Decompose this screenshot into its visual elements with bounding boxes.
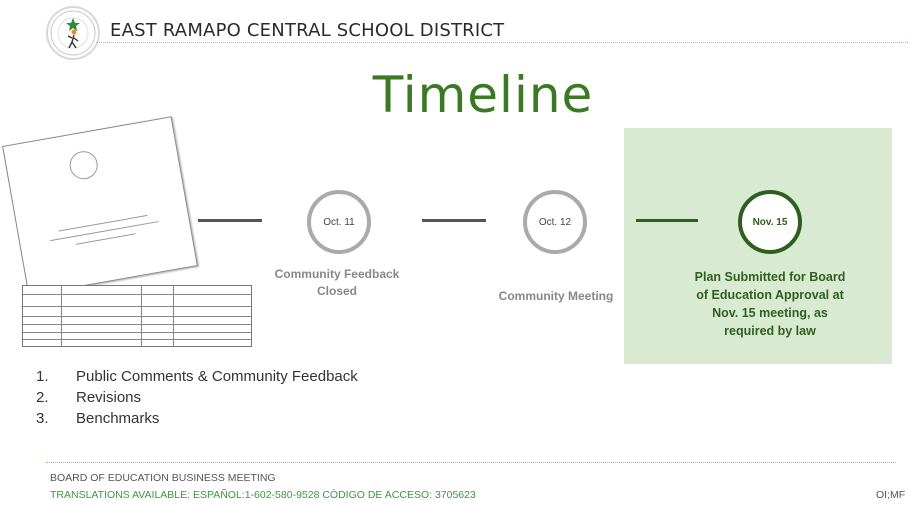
list-item: 2. Revisions — [36, 389, 142, 406]
timeline-node-oct11: Oct. 11 — [307, 190, 371, 254]
footer-meeting-title: BOARD OF EDUCATION BUSINESS MEETING — [50, 472, 276, 484]
timeline-date: Oct. 12 — [538, 216, 572, 228]
timeline-connector — [198, 219, 262, 222]
page-title: Timeline — [372, 66, 594, 124]
header-divider — [96, 42, 908, 43]
timeline-label-oct11: Community Feedback Closed — [274, 267, 400, 298]
timeline-connector-active — [636, 219, 698, 222]
timeline-node-nov15: Nov. 15 — [738, 190, 802, 254]
timeline-label-oct12: Community Meeting — [498, 289, 614, 303]
footer-translations: TRANSLATIONS AVAILABLE: ESPAÑOL:1-602-58… — [50, 489, 476, 501]
timeline-date: Oct. 11 — [323, 216, 355, 228]
timeline-label-nov15: Plan Submitted for Board of Education Ap… — [694, 270, 846, 338]
district-logo-icon — [46, 6, 100, 60]
timeline-connector — [422, 219, 486, 222]
footer-code: OI;MF — [876, 489, 906, 501]
list-item: 1. Public Comments & Community Feedback — [36, 368, 358, 385]
steps-list: 1. Public Comments & Community Feedback … — [36, 368, 358, 431]
plan-document-thumbnail — [2, 116, 198, 296]
document-seal-icon — [67, 148, 100, 182]
timeline-date: Nov. 15 — [752, 216, 788, 228]
district-name: EAST RAMAPO CENTRAL SCHOOL DISTRICT — [110, 20, 505, 41]
timeline-node-oct12: Oct. 12 — [523, 190, 587, 254]
footer-divider — [46, 462, 896, 463]
list-item: 3. Benchmarks — [36, 410, 160, 427]
recommendations-table-thumbnail — [22, 285, 252, 347]
